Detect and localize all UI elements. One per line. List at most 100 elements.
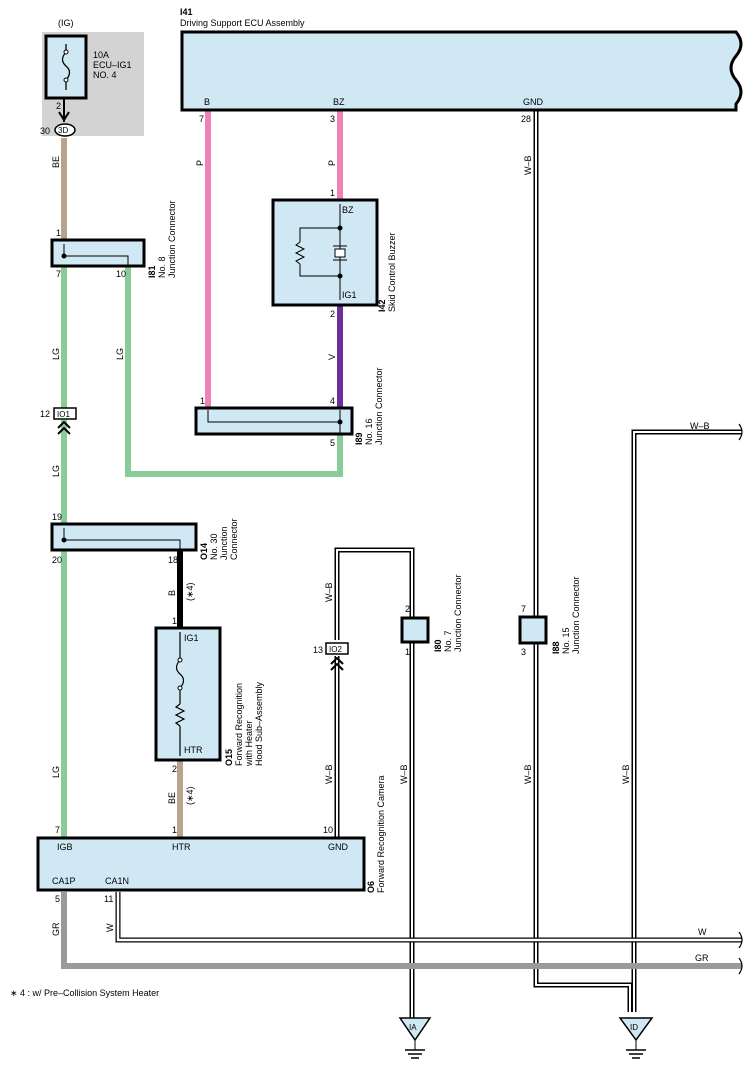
label-gr-right: GR bbox=[695, 953, 709, 963]
io2-label: IO2 bbox=[329, 645, 342, 654]
o14-node bbox=[61, 537, 67, 543]
o6-name: Forward Recognition Camera bbox=[376, 775, 386, 893]
o15-pin-bottom: 2 bbox=[172, 764, 177, 774]
o15-label: O15 Forward Recognition with Heater Hood… bbox=[224, 681, 264, 767]
o6-term-htr: HTR bbox=[172, 842, 191, 852]
i42-node-bottom bbox=[337, 273, 343, 279]
o14-line1: No. 30 bbox=[209, 533, 219, 560]
break-gr bbox=[738, 957, 743, 975]
i81-bus bbox=[63, 244, 129, 266]
o15-term-top: IG1 bbox=[184, 633, 199, 643]
i80-pin-top: 2 bbox=[405, 604, 410, 614]
i80-pin-bottom: 1 bbox=[405, 647, 410, 657]
fuse-arrow-icon bbox=[58, 111, 70, 122]
ecu-term-gnd: GND bbox=[523, 97, 544, 107]
fuse-terminal-top bbox=[63, 49, 69, 55]
ground-ia-label: IA bbox=[409, 1023, 417, 1032]
io1-pin: 12 bbox=[40, 409, 50, 419]
fuse-connector-pin: 30 bbox=[40, 126, 50, 136]
o6-term-ca1n: CA1N bbox=[105, 876, 129, 886]
label-b-note: (∗4) bbox=[185, 582, 195, 601]
o15-term-bottom: HTR bbox=[184, 745, 203, 755]
label-v: V bbox=[327, 354, 337, 360]
label-wb-cam-top: W–B bbox=[324, 582, 334, 602]
wire-w bbox=[115, 892, 742, 943]
i81-box bbox=[50, 238, 146, 268]
label-wb-right: W–B bbox=[621, 764, 631, 784]
ecu-id: I41 bbox=[180, 7, 193, 17]
label-b: B bbox=[167, 590, 177, 596]
o14-line3: Connector bbox=[229, 518, 239, 560]
o14-pin-right: 18 bbox=[168, 555, 178, 565]
i42-id: I42 bbox=[377, 299, 387, 312]
o15-line2: with Heater bbox=[244, 720, 254, 767]
wire-wb-ecu-gnd bbox=[533, 110, 633, 1012]
i42-term-top: BZ bbox=[342, 205, 354, 215]
i42-name: Skid Control Buzzer bbox=[387, 232, 397, 312]
label-be-top: BE bbox=[51, 156, 61, 168]
fuse-connector bbox=[54, 123, 76, 137]
break-w bbox=[738, 931, 743, 949]
label-lg-2: LG bbox=[51, 465, 61, 477]
buzzer-icon bbox=[294, 204, 347, 300]
i88-line2: Junction Connector bbox=[571, 576, 581, 654]
label-wb-i88: W–B bbox=[523, 764, 533, 784]
ecu-pin-b: 7 bbox=[199, 114, 204, 124]
o15-fuse-term-bottom bbox=[177, 685, 183, 691]
o15-line1: Forward Recognition bbox=[234, 683, 244, 766]
io2-chevron-icon bbox=[330, 656, 344, 671]
i81-node bbox=[61, 253, 67, 259]
o14-pin-top: 19 bbox=[52, 512, 62, 522]
i42-term-bottom: IG1 bbox=[342, 290, 357, 300]
ecu-box bbox=[180, 30, 743, 112]
io2-box bbox=[325, 642, 349, 655]
wire-lg-loop bbox=[125, 266, 343, 477]
label-w-right: W bbox=[698, 927, 707, 937]
i80-line1: No. 7 bbox=[443, 630, 453, 652]
ecu-term-b: B bbox=[204, 97, 210, 107]
i89-box bbox=[194, 406, 354, 436]
wire-labels: BE LG LG LG LG P P V B (∗4) BE (∗4) W–B … bbox=[51, 155, 710, 963]
o6-pin-gnd: 10 bbox=[323, 825, 333, 835]
ground-id: ID bbox=[618, 1017, 654, 1059]
o6-term-gnd: GND bbox=[328, 842, 349, 852]
io1-box bbox=[53, 407, 77, 420]
heater-icon bbox=[174, 632, 186, 756]
i81-line2: Junction Connector bbox=[167, 200, 177, 278]
io2-pin: 13 bbox=[313, 645, 323, 655]
o14-label: O14 No. 30 Junction Connector bbox=[199, 518, 239, 560]
i89-pin-bottom: 5 bbox=[330, 438, 335, 448]
o14-line2: Junction bbox=[219, 526, 229, 560]
i89-pin-right: 4 bbox=[330, 396, 335, 406]
fuse-terminal-bottom bbox=[63, 77, 69, 83]
i89-bus bbox=[207, 410, 340, 423]
fuse-icon bbox=[61, 44, 71, 90]
fuse-rating: 10A bbox=[93, 50, 109, 60]
ecu-pin-bz: 3 bbox=[330, 114, 335, 124]
fuse-number: NO. 4 bbox=[93, 70, 117, 80]
label-lg-1: LG bbox=[51, 348, 61, 360]
i81-pin-left: 7 bbox=[56, 269, 61, 279]
i80-label: I80 No. 7 Junction Connector bbox=[433, 574, 463, 652]
i88-label: I88 No. 15 Junction Connector bbox=[551, 576, 581, 654]
io1-chevron-icon bbox=[57, 420, 71, 435]
fuse-pin: 2 bbox=[56, 101, 61, 111]
label-gr-vertical: GR bbox=[51, 922, 61, 936]
i42-pin-bottom: 2 bbox=[330, 309, 335, 319]
o6-term-ca1p: CA1P bbox=[52, 876, 76, 886]
o6-pin-igb: 7 bbox=[55, 825, 60, 835]
i42-label: I42 Skid Control Buzzer bbox=[377, 232, 397, 312]
ground-ia-triangle-icon bbox=[398, 1017, 432, 1042]
ecu-term-bz: BZ bbox=[333, 97, 345, 107]
o15-pin-top: 1 bbox=[172, 616, 177, 626]
break-wb bbox=[738, 423, 743, 441]
i89-pin-left: 1 bbox=[200, 396, 205, 406]
io1-label: IO1 bbox=[57, 410, 70, 419]
label-p-bz: P bbox=[327, 160, 337, 166]
wire-gr bbox=[61, 892, 742, 969]
o6-box bbox=[36, 836, 366, 892]
o14-box bbox=[50, 522, 198, 552]
i88-id: I88 bbox=[551, 641, 561, 654]
o6-pin-htr: 1 bbox=[172, 825, 177, 835]
i88-pin-top: 7 bbox=[521, 604, 526, 614]
